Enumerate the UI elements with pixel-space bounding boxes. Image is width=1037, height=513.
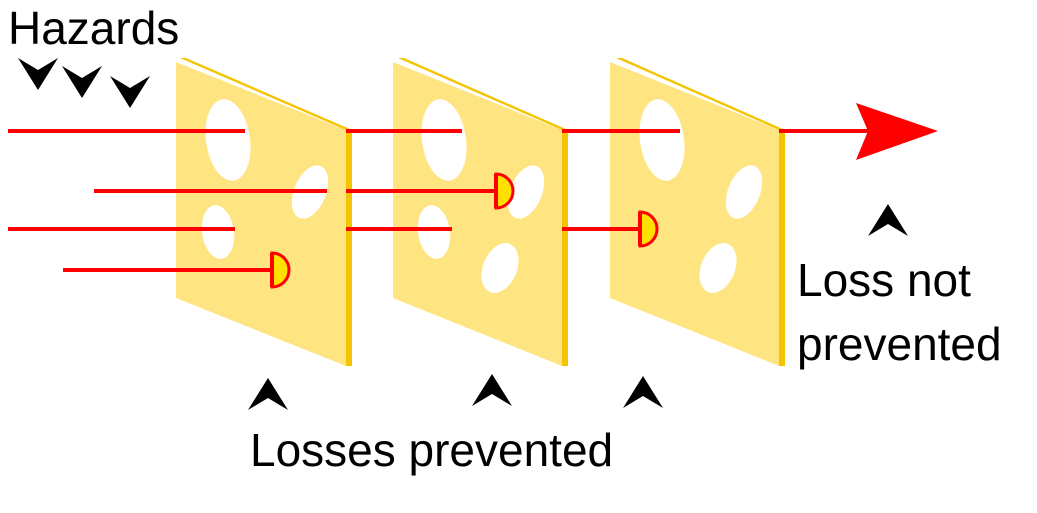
slice-3-hole [725, 165, 763, 219]
arrowhead-right-icon [856, 103, 938, 160]
stopped-marker-4 [270, 251, 291, 289]
loss-pointers [248, 204, 908, 410]
slice-2-hole [417, 205, 451, 259]
hazard-rays [8, 103, 938, 289]
slice-1-edge [180, 58, 352, 130]
slice-2-face [393, 62, 562, 366]
stopped-marker-3 [638, 210, 659, 248]
slice-1-face [176, 62, 346, 366]
hazard-pointers [18, 58, 150, 108]
slice-3-hole [699, 243, 737, 293]
cheese-slice-1 [176, 58, 352, 366]
loss-not-prevented-label: Loss not prevented [797, 248, 1027, 376]
chevron-up-icon [868, 204, 908, 236]
hazards-label: Hazards [8, 2, 180, 54]
stopped-marker-2 [494, 172, 515, 210]
slice-1-hole [205, 99, 251, 181]
slice-2-hole [507, 165, 545, 219]
slice-3-hole [639, 99, 685, 181]
slice-3-edge-side [779, 130, 785, 366]
chevron-down-icon [62, 66, 102, 98]
chevron-up-icon [472, 374, 512, 406]
slice-2-edge [398, 58, 568, 130]
cheese-slice-2 [393, 58, 568, 366]
losses-prevented-label: Losses prevented [250, 424, 614, 476]
loss-not-prevented-line-2: prevented [797, 318, 1002, 370]
chevron-up-icon [248, 378, 288, 410]
chevron-down-icon [18, 58, 58, 90]
slice-1-edge-side [346, 130, 352, 366]
chevron-up-icon [623, 376, 663, 408]
slice-2-edge-side [562, 130, 568, 366]
cheese-slice-3 [610, 58, 785, 366]
slice-2-hole [421, 99, 467, 181]
slice-3-edge [616, 58, 785, 130]
slice-2-hole [481, 243, 519, 293]
slice-1-hole [201, 205, 235, 259]
slice-3-face [610, 62, 779, 366]
loss-not-prevented-line-1: Loss not [797, 254, 971, 306]
chevron-down-icon [110, 76, 150, 108]
